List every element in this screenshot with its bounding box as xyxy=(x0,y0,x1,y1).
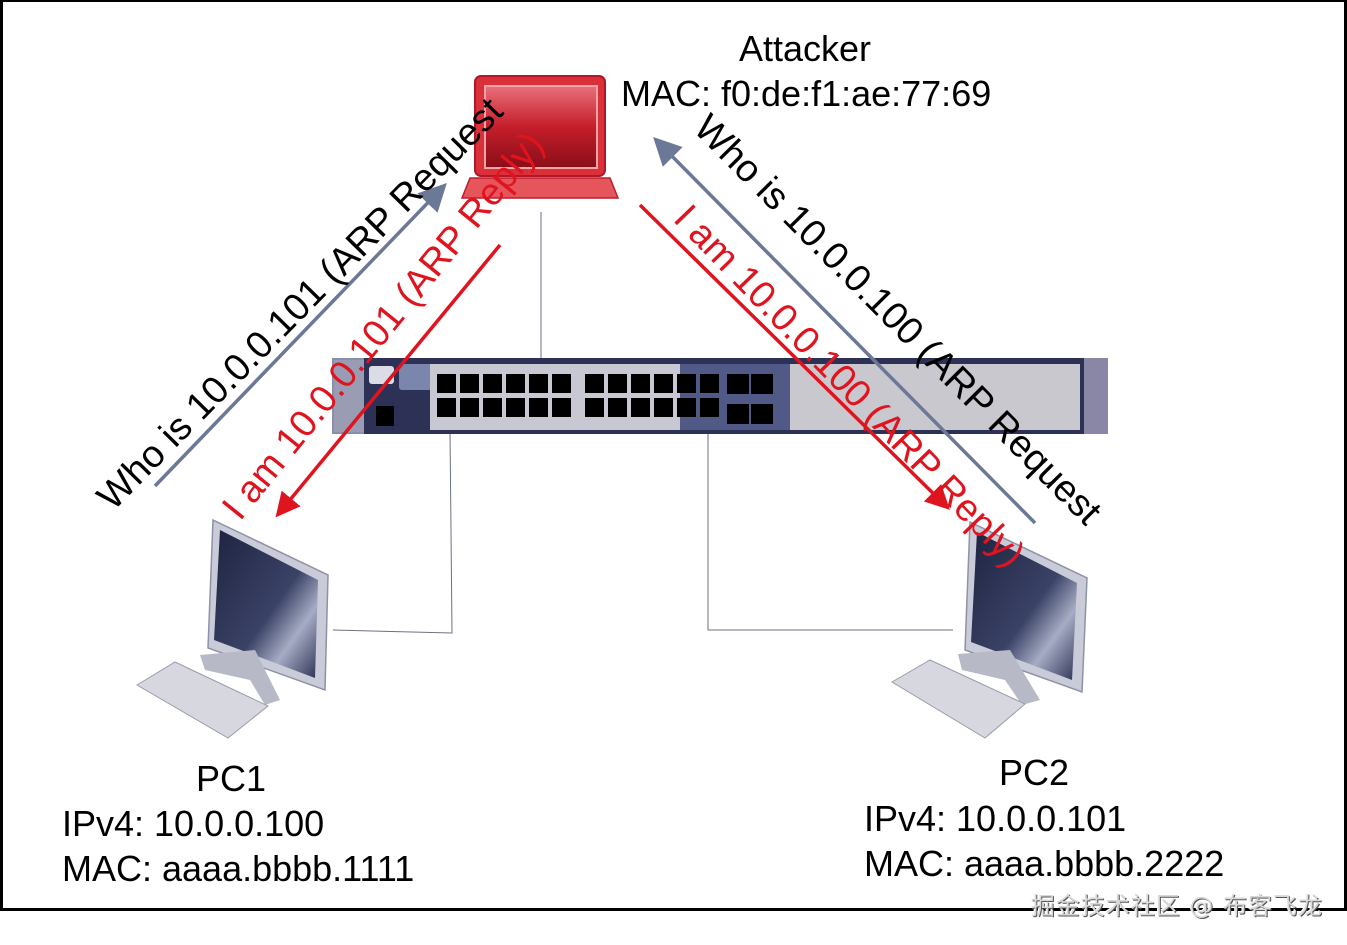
switch-port xyxy=(677,398,696,417)
attacker-mac: MAC: f0:de:f1:ae:77:69 xyxy=(621,73,991,114)
desktop-computer-icon-pc1 xyxy=(136,518,329,739)
switch-port xyxy=(483,398,502,417)
arp-arrows xyxy=(153,137,1037,525)
switch-port xyxy=(631,398,650,417)
pc1-title: PC1 xyxy=(196,758,266,799)
pc1-mac: MAC: aaaa.bbbb.1111 xyxy=(62,848,414,889)
pc1-switch-link xyxy=(332,429,453,634)
watermark: 掘金技术社区 @ 布客飞龙 xyxy=(1030,892,1323,920)
switch-port xyxy=(460,398,479,417)
pc2-reply-arrow xyxy=(638,203,950,510)
switch-port xyxy=(608,398,627,417)
switch-port xyxy=(585,398,604,417)
pc1-ipv4: IPv4: 10.0.0.100 xyxy=(62,803,324,844)
switch-port xyxy=(483,374,502,393)
pc2-mac: MAC: aaaa.bbbb.2222 xyxy=(864,843,1224,884)
switch-port xyxy=(529,398,548,417)
switch-port xyxy=(552,398,571,417)
switch-port xyxy=(506,374,525,393)
desktop-computer-icon-pc2 xyxy=(891,520,1088,739)
switch-port xyxy=(506,398,525,417)
switch-port xyxy=(700,398,719,417)
network-switch-icon xyxy=(332,358,1108,434)
switch-port xyxy=(654,398,673,417)
switch-port xyxy=(460,374,479,393)
pc1-request-arrow xyxy=(153,182,447,488)
switch-port xyxy=(608,374,627,393)
switch-port xyxy=(552,374,571,393)
switch-sfp-port xyxy=(727,404,749,424)
switch-port xyxy=(585,374,604,393)
attacker-title: Attacker xyxy=(739,28,871,69)
diagram-frame xyxy=(0,0,1347,911)
switch-sfp-port xyxy=(751,404,773,424)
switch-port xyxy=(700,374,719,393)
switch-port xyxy=(437,374,456,393)
switch-sfp-port xyxy=(727,374,749,394)
switch-port xyxy=(677,374,696,393)
switch-port xyxy=(654,374,673,393)
pc2-request-label: Who is 10.0.0.100 (ARP Request xyxy=(686,107,1110,534)
connection-lines xyxy=(332,212,953,634)
pc2-ipv4: IPv4: 10.0.0.101 xyxy=(864,798,1126,839)
switch-sfp-port xyxy=(751,374,773,394)
laptop-icon xyxy=(460,75,620,199)
pc2-title: PC2 xyxy=(999,752,1069,793)
pc1-reply-arrow xyxy=(275,243,502,518)
switch-port xyxy=(529,374,548,393)
pc2-switch-link xyxy=(707,430,953,631)
switch-port xyxy=(631,374,650,393)
pc2-request-arrow xyxy=(653,137,1037,525)
switch-port xyxy=(437,398,456,417)
